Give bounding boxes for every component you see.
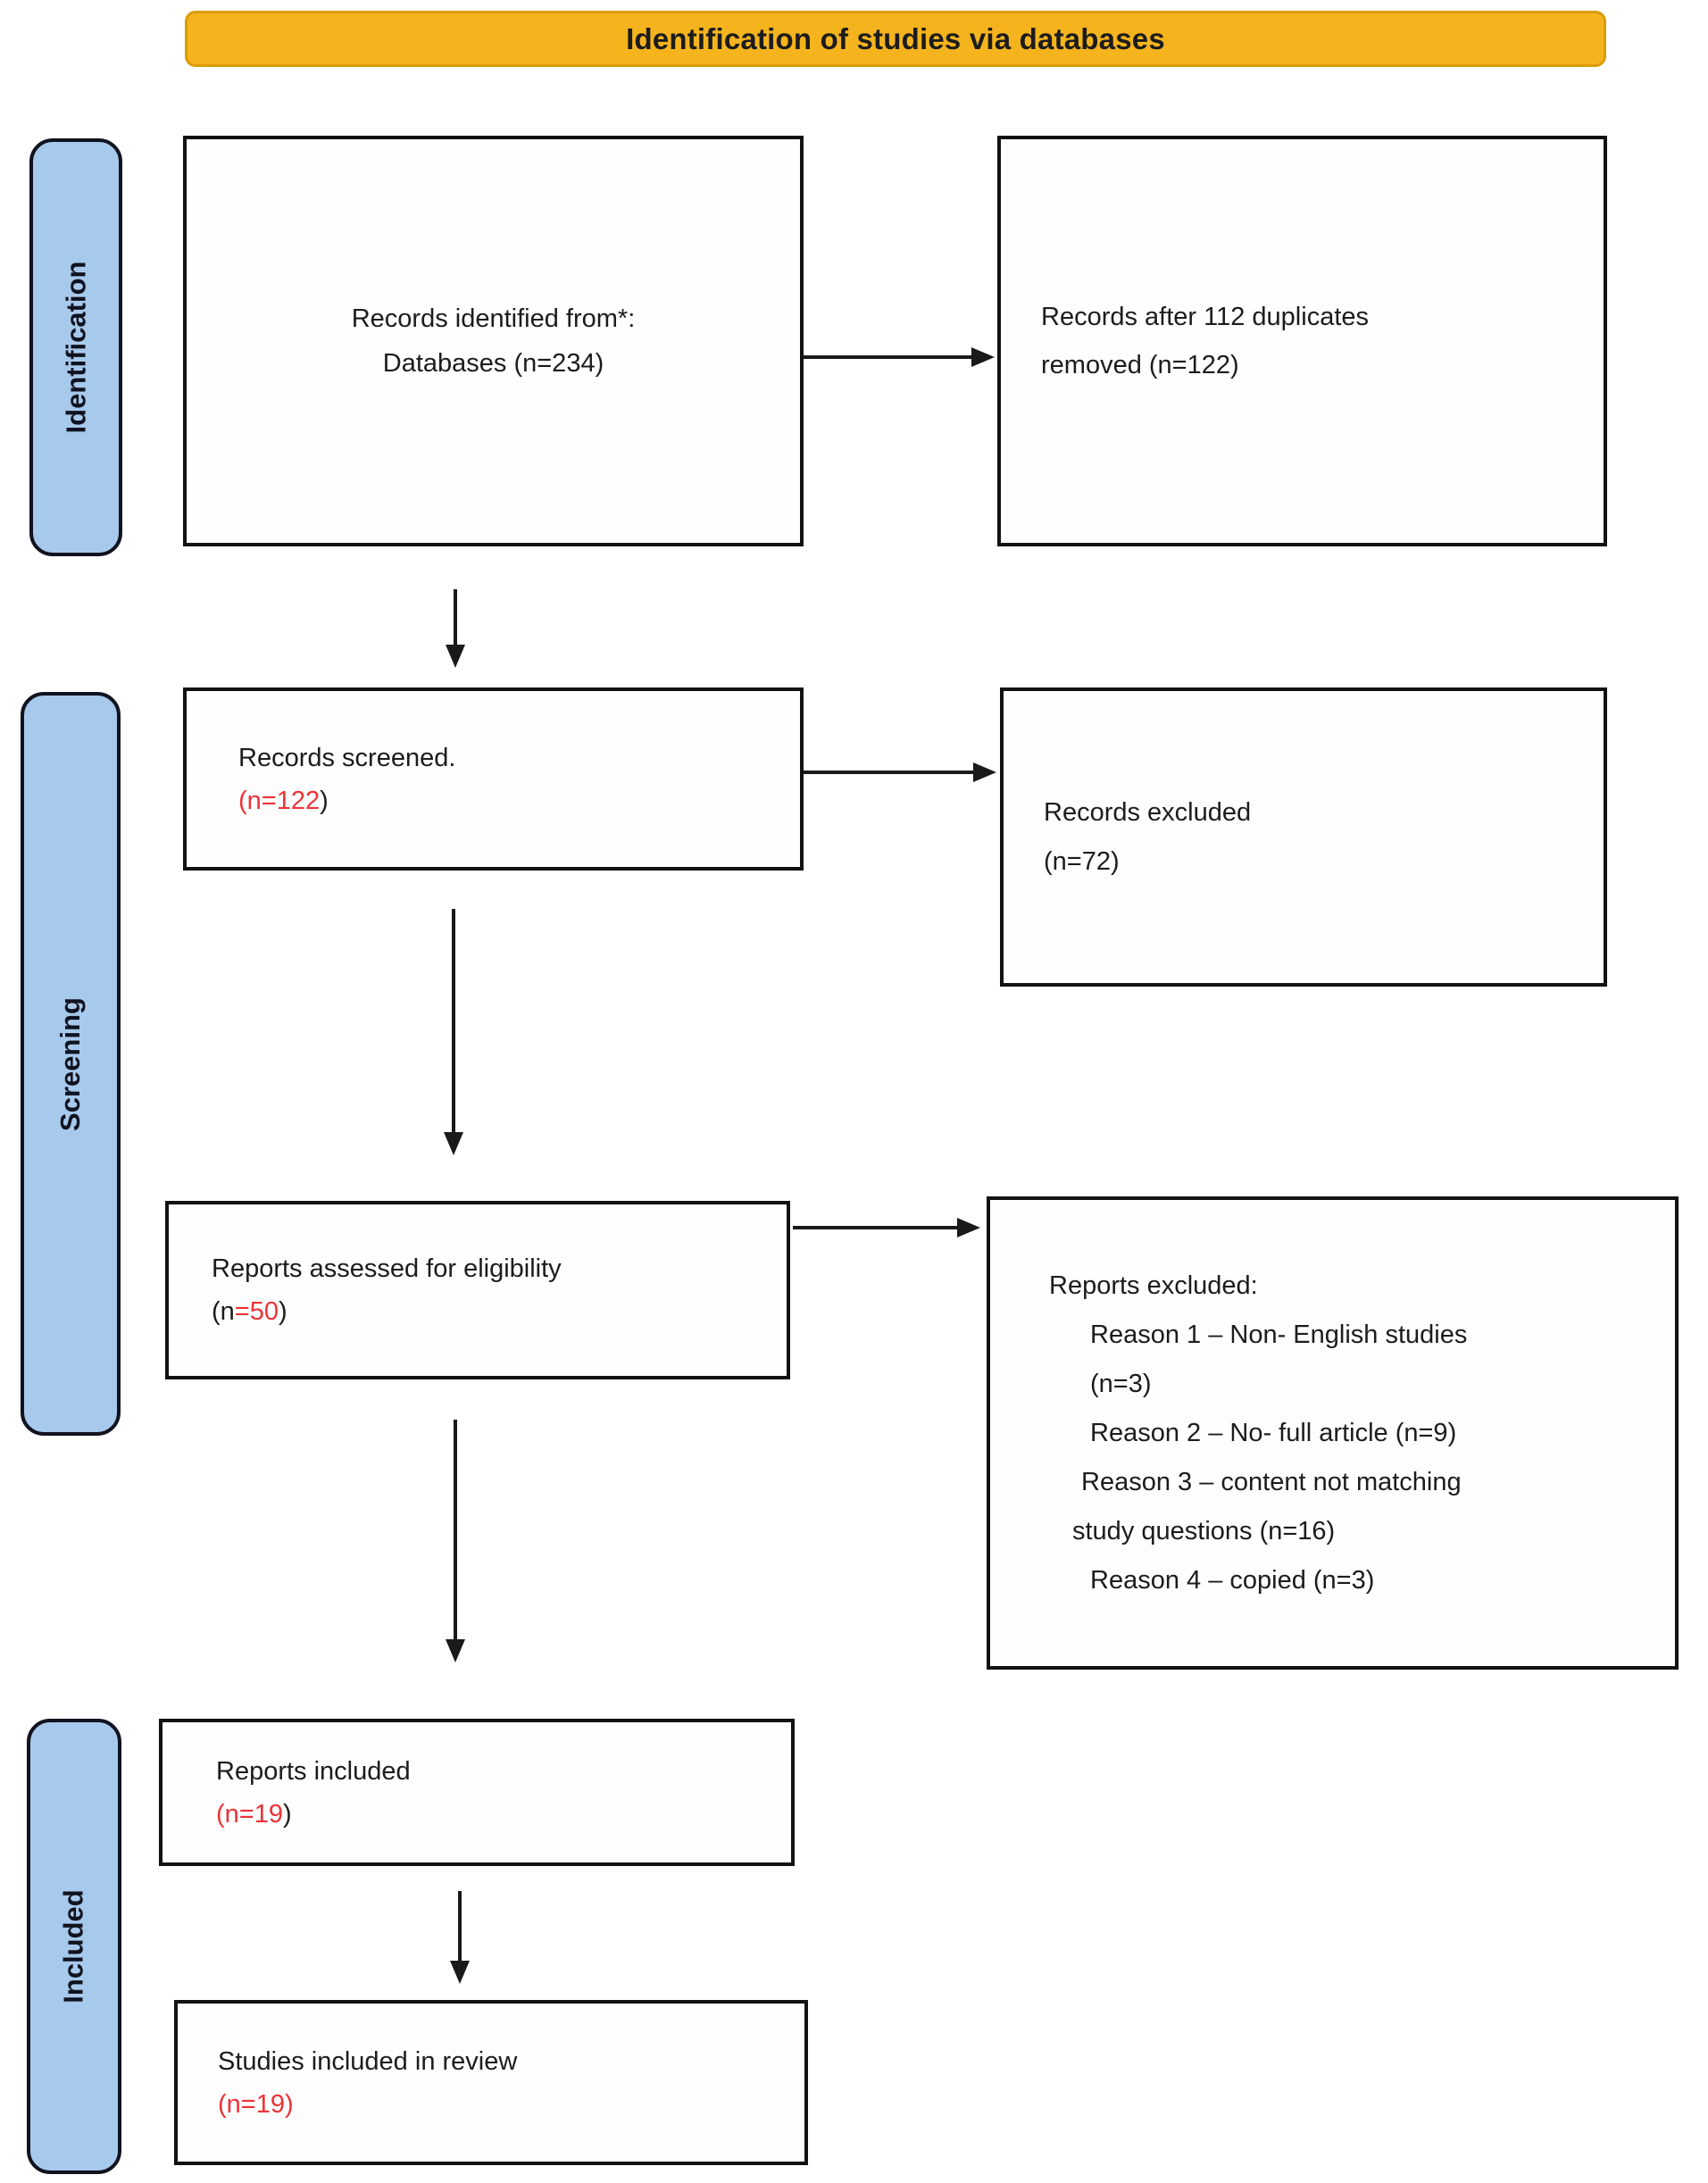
records-screened-count-red: (n=122: [238, 786, 321, 815]
reports-assessed-count-prefix: (n: [212, 1297, 235, 1326]
reports-assessed-count-red: =50: [234, 1297, 279, 1326]
reports-included-count: (n=19): [216, 1793, 791, 1836]
arrow-assessed-to-included: [446, 1420, 465, 1662]
title-banner: Identification of studies via databases: [185, 11, 1606, 67]
duplicates-removed-line2: removed (n=122): [1041, 351, 1239, 379]
box-reports-excluded: Reports excluded: Reason 1 – Non- Englis…: [987, 1196, 1679, 1670]
box-duplicates-removed: Records after 112 duplicates removed (n=…: [997, 136, 1607, 546]
reports-assessed-count: (n=50): [212, 1290, 787, 1333]
arrow-screened-to-excluded: [804, 762, 996, 782]
reports-included-count-red: (n=19: [216, 1799, 283, 1829]
box-reports-included: Reports included (n=19): [159, 1719, 795, 1866]
reports-excluded-reason-1: Reason 1 – Non- English studies: [1090, 1320, 1468, 1349]
box-reports-assessed: Reports assessed for eligibility (n=50): [165, 1201, 790, 1379]
reports-excluded-reason-2: Reason 2 – No- full article (n=9): [1090, 1418, 1457, 1447]
box-records-excluded: Records excluded (n=72): [1000, 687, 1607, 987]
records-identified-line1: Records identified from*:: [351, 304, 636, 333]
arrow-screened-to-assessed: [444, 909, 463, 1155]
records-screened-line1: Records screened.: [238, 743, 456, 772]
reports-excluded-reason-3-cont: study questions (n=16): [1072, 1516, 1336, 1546]
arrow-identified-to-duplicates: [804, 347, 995, 367]
records-excluded-line1: Records excluded: [1044, 797, 1252, 827]
arrow-included-to-studies: [450, 1891, 470, 1984]
reports-assessed-count-suffix: ): [279, 1297, 287, 1326]
reports-excluded-reason-3: Reason 3 – content not matching: [1081, 1467, 1462, 1496]
reports-excluded-reason-4: Reason 4 – copied (n=3): [1090, 1565, 1375, 1595]
duplicates-removed-line1: Records after 112 duplicates: [1041, 303, 1370, 331]
reports-included-count-suffix: ): [282, 1799, 292, 1829]
records-screened-count-suffix: ): [320, 786, 329, 815]
reports-excluded-title: Reports excluded:: [1049, 1271, 1258, 1300]
stage-label-screening-text: Screening: [54, 996, 87, 1131]
diagram-title: Identification of studies via databases: [626, 21, 1165, 55]
stage-label-included-text: Included: [58, 1889, 90, 2004]
records-excluded-line2: (n=72): [1044, 846, 1120, 876]
reports-included-line1: Reports included: [216, 1756, 411, 1786]
box-studies-included: Studies included in review (n=19): [174, 2000, 808, 2165]
arrow-assessed-to-reports-excluded: [793, 1218, 980, 1237]
reports-assessed-line1: Reports assessed for eligibility: [212, 1254, 562, 1283]
box-records-identified: Records identified from*: Databases (n=2…: [183, 136, 804, 546]
stage-label-identification-text: Identification: [60, 261, 92, 434]
studies-included-line1: Studies included in review: [218, 2046, 518, 2076]
stage-label-screening: Screening: [21, 692, 121, 1436]
reports-excluded-reason-1-count: (n=3): [1090, 1369, 1152, 1398]
box-records-screened: Records screened. (n=122): [183, 687, 804, 871]
stage-label-identification: Identification: [29, 138, 122, 556]
arrow-identified-to-screened: [446, 589, 465, 668]
records-screened-count: (n=122): [238, 779, 800, 822]
stage-label-included: Included: [27, 1719, 121, 2174]
records-identified-line2: Databases (n=234): [382, 349, 604, 378]
studies-included-count: (n=19): [218, 2089, 294, 2119]
